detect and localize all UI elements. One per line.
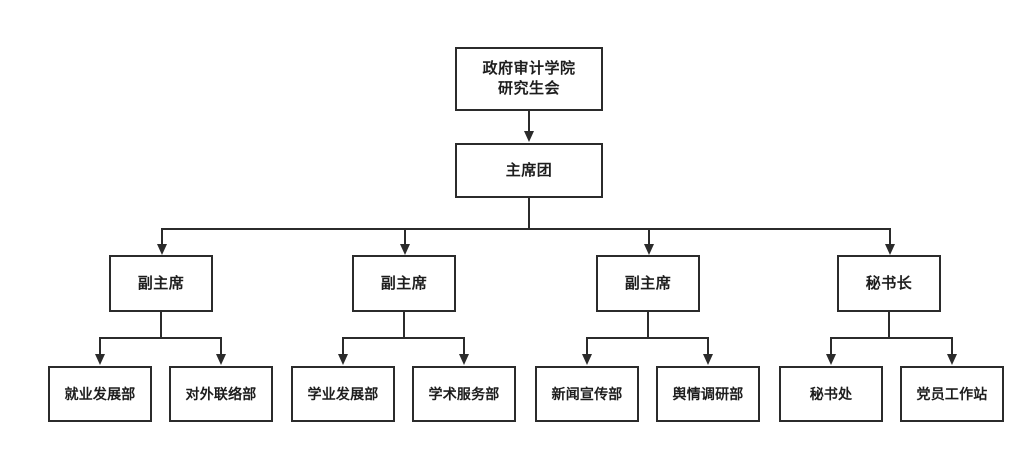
arrowhead-group2-drop-1 bbox=[338, 354, 348, 365]
edge-bus-drop-1 bbox=[161, 228, 163, 245]
edge-group1-drop-1 bbox=[99, 337, 101, 355]
edge-presidium-stem bbox=[528, 198, 530, 229]
edge-main-bus bbox=[161, 228, 891, 230]
edge-group2-bus bbox=[342, 337, 465, 339]
node-secretary-general[interactable]: 秘书长 bbox=[837, 255, 941, 312]
arrowhead-group4-drop-1 bbox=[826, 354, 836, 365]
arrowhead-bus-drop-3 bbox=[644, 244, 654, 255]
edge-group3-drop-2 bbox=[707, 337, 709, 355]
edge-group2-stem bbox=[403, 312, 405, 338]
edge-group4-drop-1 bbox=[830, 337, 832, 355]
node-leaf-secretariat[interactable]: 秘书处 bbox=[779, 366, 883, 422]
node-vice-chair-2[interactable]: 副主席 bbox=[352, 255, 456, 312]
edge-group2-drop-2 bbox=[463, 337, 465, 355]
arrowhead-bus-drop-4 bbox=[885, 244, 895, 255]
edge-group3-drop-1 bbox=[586, 337, 588, 355]
edge-group4-stem bbox=[888, 312, 890, 338]
edge-group1-drop-2 bbox=[220, 337, 222, 355]
node-leaf-public-opinion-research[interactable]: 舆情调研部 bbox=[656, 366, 760, 422]
edge-group3-bus bbox=[586, 337, 709, 339]
edge-bus-drop-4 bbox=[889, 228, 891, 245]
node-leaf-academic-service[interactable]: 学术服务部 bbox=[412, 366, 516, 422]
node-presidium[interactable]: 主席团 bbox=[455, 143, 603, 198]
node-leaf-employment-development[interactable]: 就业发展部 bbox=[48, 366, 152, 422]
edge-root-to-presidium bbox=[528, 111, 530, 132]
edge-group2-drop-1 bbox=[342, 337, 344, 355]
arrowhead-bus-drop-1 bbox=[157, 244, 167, 255]
arrowhead-bus-drop-2 bbox=[400, 244, 410, 255]
arrowhead-group3-drop-2 bbox=[703, 354, 713, 365]
node-leaf-academic-development[interactable]: 学业发展部 bbox=[291, 366, 395, 422]
arrowhead-group2-drop-2 bbox=[459, 354, 469, 365]
node-vice-chair-3[interactable]: 副主席 bbox=[596, 255, 700, 312]
arrowhead-root-to-presidium bbox=[524, 131, 534, 142]
arrowhead-group1-drop-2 bbox=[216, 354, 226, 365]
edge-group1-bus bbox=[99, 337, 222, 339]
node-root[interactable]: 政府审计学院 研究生会 bbox=[455, 47, 603, 111]
edge-bus-drop-2 bbox=[404, 228, 406, 245]
arrowhead-group1-drop-1 bbox=[95, 354, 105, 365]
edge-group4-drop-2 bbox=[951, 337, 953, 355]
node-leaf-party-member-station[interactable]: 党员工作站 bbox=[900, 366, 1004, 422]
node-leaf-external-liaison[interactable]: 对外联络部 bbox=[169, 366, 273, 422]
node-leaf-news-publicity[interactable]: 新闻宣传部 bbox=[535, 366, 639, 422]
arrowhead-group3-drop-1 bbox=[582, 354, 592, 365]
edge-bus-drop-3 bbox=[648, 228, 650, 245]
edge-group1-stem bbox=[160, 312, 162, 338]
edge-group4-bus bbox=[830, 337, 953, 339]
edge-group3-stem bbox=[647, 312, 649, 338]
arrowhead-group4-drop-2 bbox=[947, 354, 957, 365]
node-vice-chair-1[interactable]: 副主席 bbox=[109, 255, 213, 312]
